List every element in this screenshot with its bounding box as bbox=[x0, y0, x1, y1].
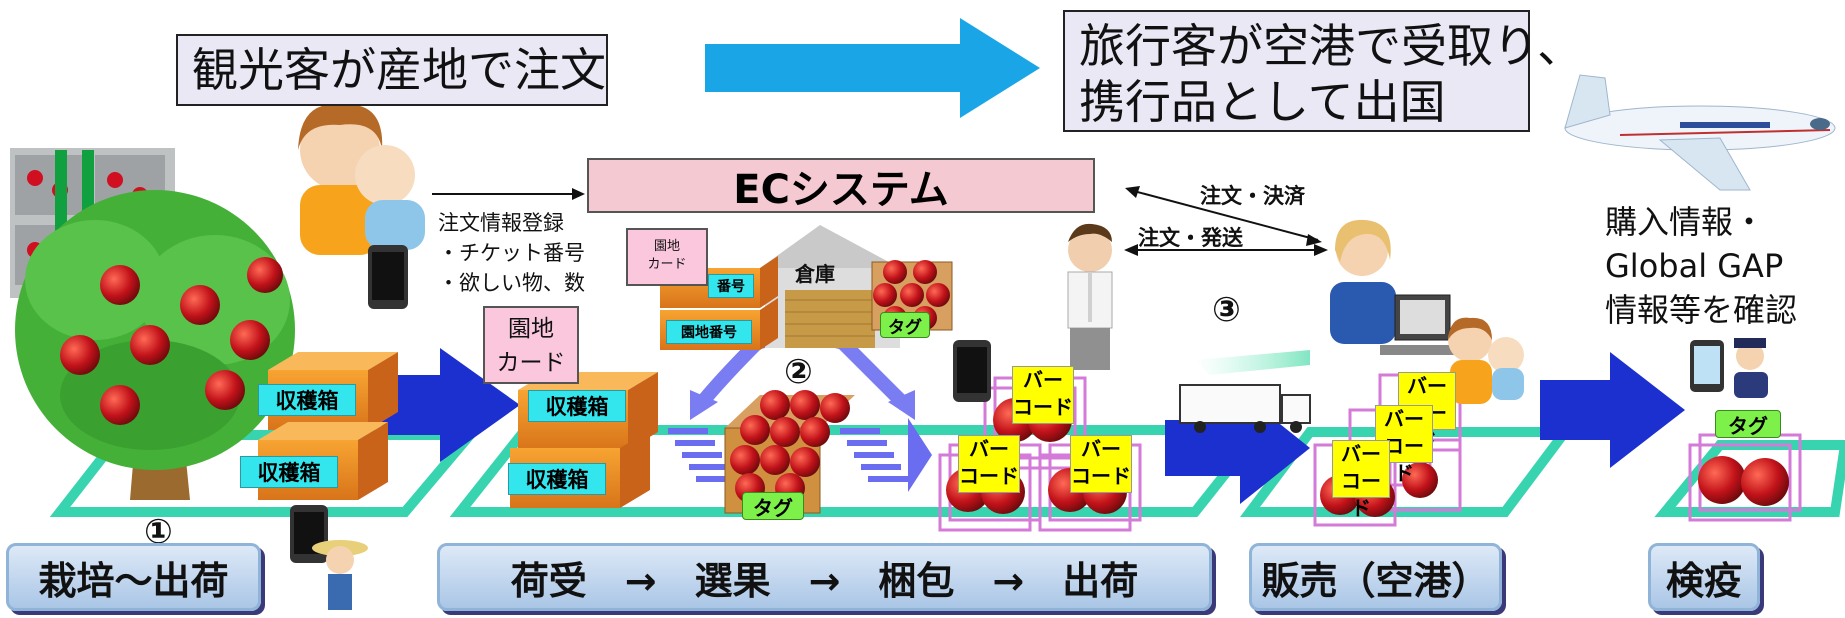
smartphone-3 bbox=[290, 505, 328, 563]
traveler-receive-line1: 旅行客が空港で受取り、 bbox=[1079, 19, 1584, 73]
traveler-mother-baby bbox=[1448, 317, 1524, 404]
purchase-info-line1: 購入情報・ bbox=[1605, 203, 1766, 241]
mother-baby-figure bbox=[298, 104, 425, 255]
order-arrow-head bbox=[572, 188, 585, 200]
farm-number-label: 園地番号 bbox=[666, 320, 752, 344]
tag-warehouse: タグ bbox=[880, 312, 930, 338]
barcode-line2: コード bbox=[959, 464, 1019, 488]
barcode-line1: バー bbox=[969, 437, 1009, 461]
step-number-2: ② bbox=[784, 352, 813, 392]
harvest-box-label-4: 収穫箱 bbox=[508, 463, 606, 495]
computer-terminal bbox=[1380, 294, 1460, 355]
stage-cultivation: 栽培～出荷 bbox=[6, 543, 261, 611]
barcode-line2: コード bbox=[1071, 464, 1131, 488]
stage-processing: 荷受 → 選果 → 梱包 → 出荷 bbox=[437, 543, 1212, 611]
farm-card-line2: カード bbox=[496, 350, 566, 376]
order-info-items: ・欲しい物、数 bbox=[438, 271, 585, 295]
warehouse-building bbox=[760, 225, 900, 348]
ec-system-bar: ECシステム bbox=[587, 158, 1095, 213]
order-payment-label: 注文・決済 bbox=[1200, 184, 1305, 208]
stage-quarantine-label: 検疫 bbox=[1665, 558, 1742, 603]
barcode-line1: バー bbox=[1341, 442, 1381, 466]
airplane bbox=[1564, 74, 1836, 191]
tourist-order-text: 観光客が産地で注文 bbox=[192, 43, 606, 97]
purchase-info-text: 購入情報・ Global GAP 情報等を確認 bbox=[1605, 200, 1797, 332]
stage-sales-airport: 販売（空港） bbox=[1249, 543, 1502, 611]
tag-sorting: タグ bbox=[742, 492, 804, 520]
conveyor-arrow-right bbox=[840, 418, 932, 492]
warehouse-label: 倉庫 bbox=[795, 262, 835, 286]
harvest-box-label-2: 収穫箱 bbox=[240, 456, 338, 488]
tourist-order-callout: 観光客が産地で注文 bbox=[176, 34, 608, 106]
traveler-receive-line2: 携行品として出国 bbox=[1079, 75, 1446, 129]
stage-cultivation-label: 栽培～出荷 bbox=[38, 558, 229, 603]
farm-card-small-line1: 園地 bbox=[653, 239, 680, 254]
sales-clerk-figure bbox=[1330, 219, 1396, 344]
traveler-receive-callout: 旅行客が空港で受取り、 携行品として出国 bbox=[1063, 10, 1584, 132]
barcode-line1: バー bbox=[1023, 368, 1063, 392]
farm-card-small: 園地 カード bbox=[626, 228, 708, 286]
flow-arrow-3 bbox=[1540, 352, 1685, 468]
tablet-officer bbox=[1690, 338, 1768, 398]
barcode-airport-3: バー コード bbox=[1332, 440, 1390, 520]
order-info-ticket: ・チケット番号 bbox=[438, 241, 585, 265]
top-flow-arrow bbox=[705, 18, 1040, 118]
tree-apples bbox=[60, 257, 283, 425]
harvest-box-label-1: 収穫箱 bbox=[258, 384, 356, 416]
flow-arrow-1 bbox=[382, 348, 520, 462]
purchase-info-line2: Global GAP bbox=[1605, 247, 1784, 285]
order-info-heading: 注文情報登録 bbox=[438, 211, 564, 235]
stage-processing-label: 荷受 → 選果 → 梱包 → 出荷 bbox=[510, 558, 1139, 603]
sorting-apple-crate bbox=[724, 390, 855, 514]
step-number-3: ③ bbox=[1212, 290, 1241, 330]
barcode-line2: コード bbox=[1384, 434, 1424, 485]
order-info-list: 注文情報登録 ・チケット番号 ・欲しい物、数 bbox=[438, 208, 585, 298]
smartphone-2 bbox=[953, 340, 991, 402]
businessman-figure bbox=[1067, 223, 1113, 370]
barcode-airport-2: バー コード bbox=[1375, 405, 1433, 485]
farmer-figure bbox=[312, 540, 368, 610]
farm-card-small-line2: カード bbox=[647, 257, 687, 272]
barcode-line2: コード bbox=[1013, 395, 1073, 419]
stage-quarantine: 検疫 bbox=[1648, 543, 1760, 611]
farm-card-line1: 園地 bbox=[508, 316, 554, 342]
barcode-line1: バー bbox=[1081, 437, 1121, 461]
harvest-box-label-3: 収穫箱 bbox=[528, 390, 626, 422]
barcode-packing-2: バー コード bbox=[958, 435, 1020, 493]
barcode-line2: コード bbox=[1341, 469, 1381, 520]
barcode-packing-3: バー コード bbox=[1070, 435, 1132, 493]
ec-system-label: ECシステム bbox=[733, 166, 949, 213]
barcode-line1: バー bbox=[1407, 374, 1447, 398]
order-shipping-label: 注文・発送 bbox=[1138, 226, 1243, 250]
smartphone-1 bbox=[368, 245, 408, 309]
farm-number-label-partial: 番号 bbox=[708, 274, 754, 298]
barcode-line1: バー bbox=[1384, 407, 1424, 431]
farm-card-large: 園地 カード bbox=[483, 306, 579, 384]
stage-sales-label: 販売（空港） bbox=[1261, 558, 1490, 603]
delivery-truck bbox=[1179, 350, 1311, 433]
barcode-packing-1: バー コード bbox=[1012, 366, 1074, 424]
tag-quarantine: タグ bbox=[1715, 410, 1781, 438]
purchase-info-line3: 情報等を確認 bbox=[1605, 291, 1798, 329]
